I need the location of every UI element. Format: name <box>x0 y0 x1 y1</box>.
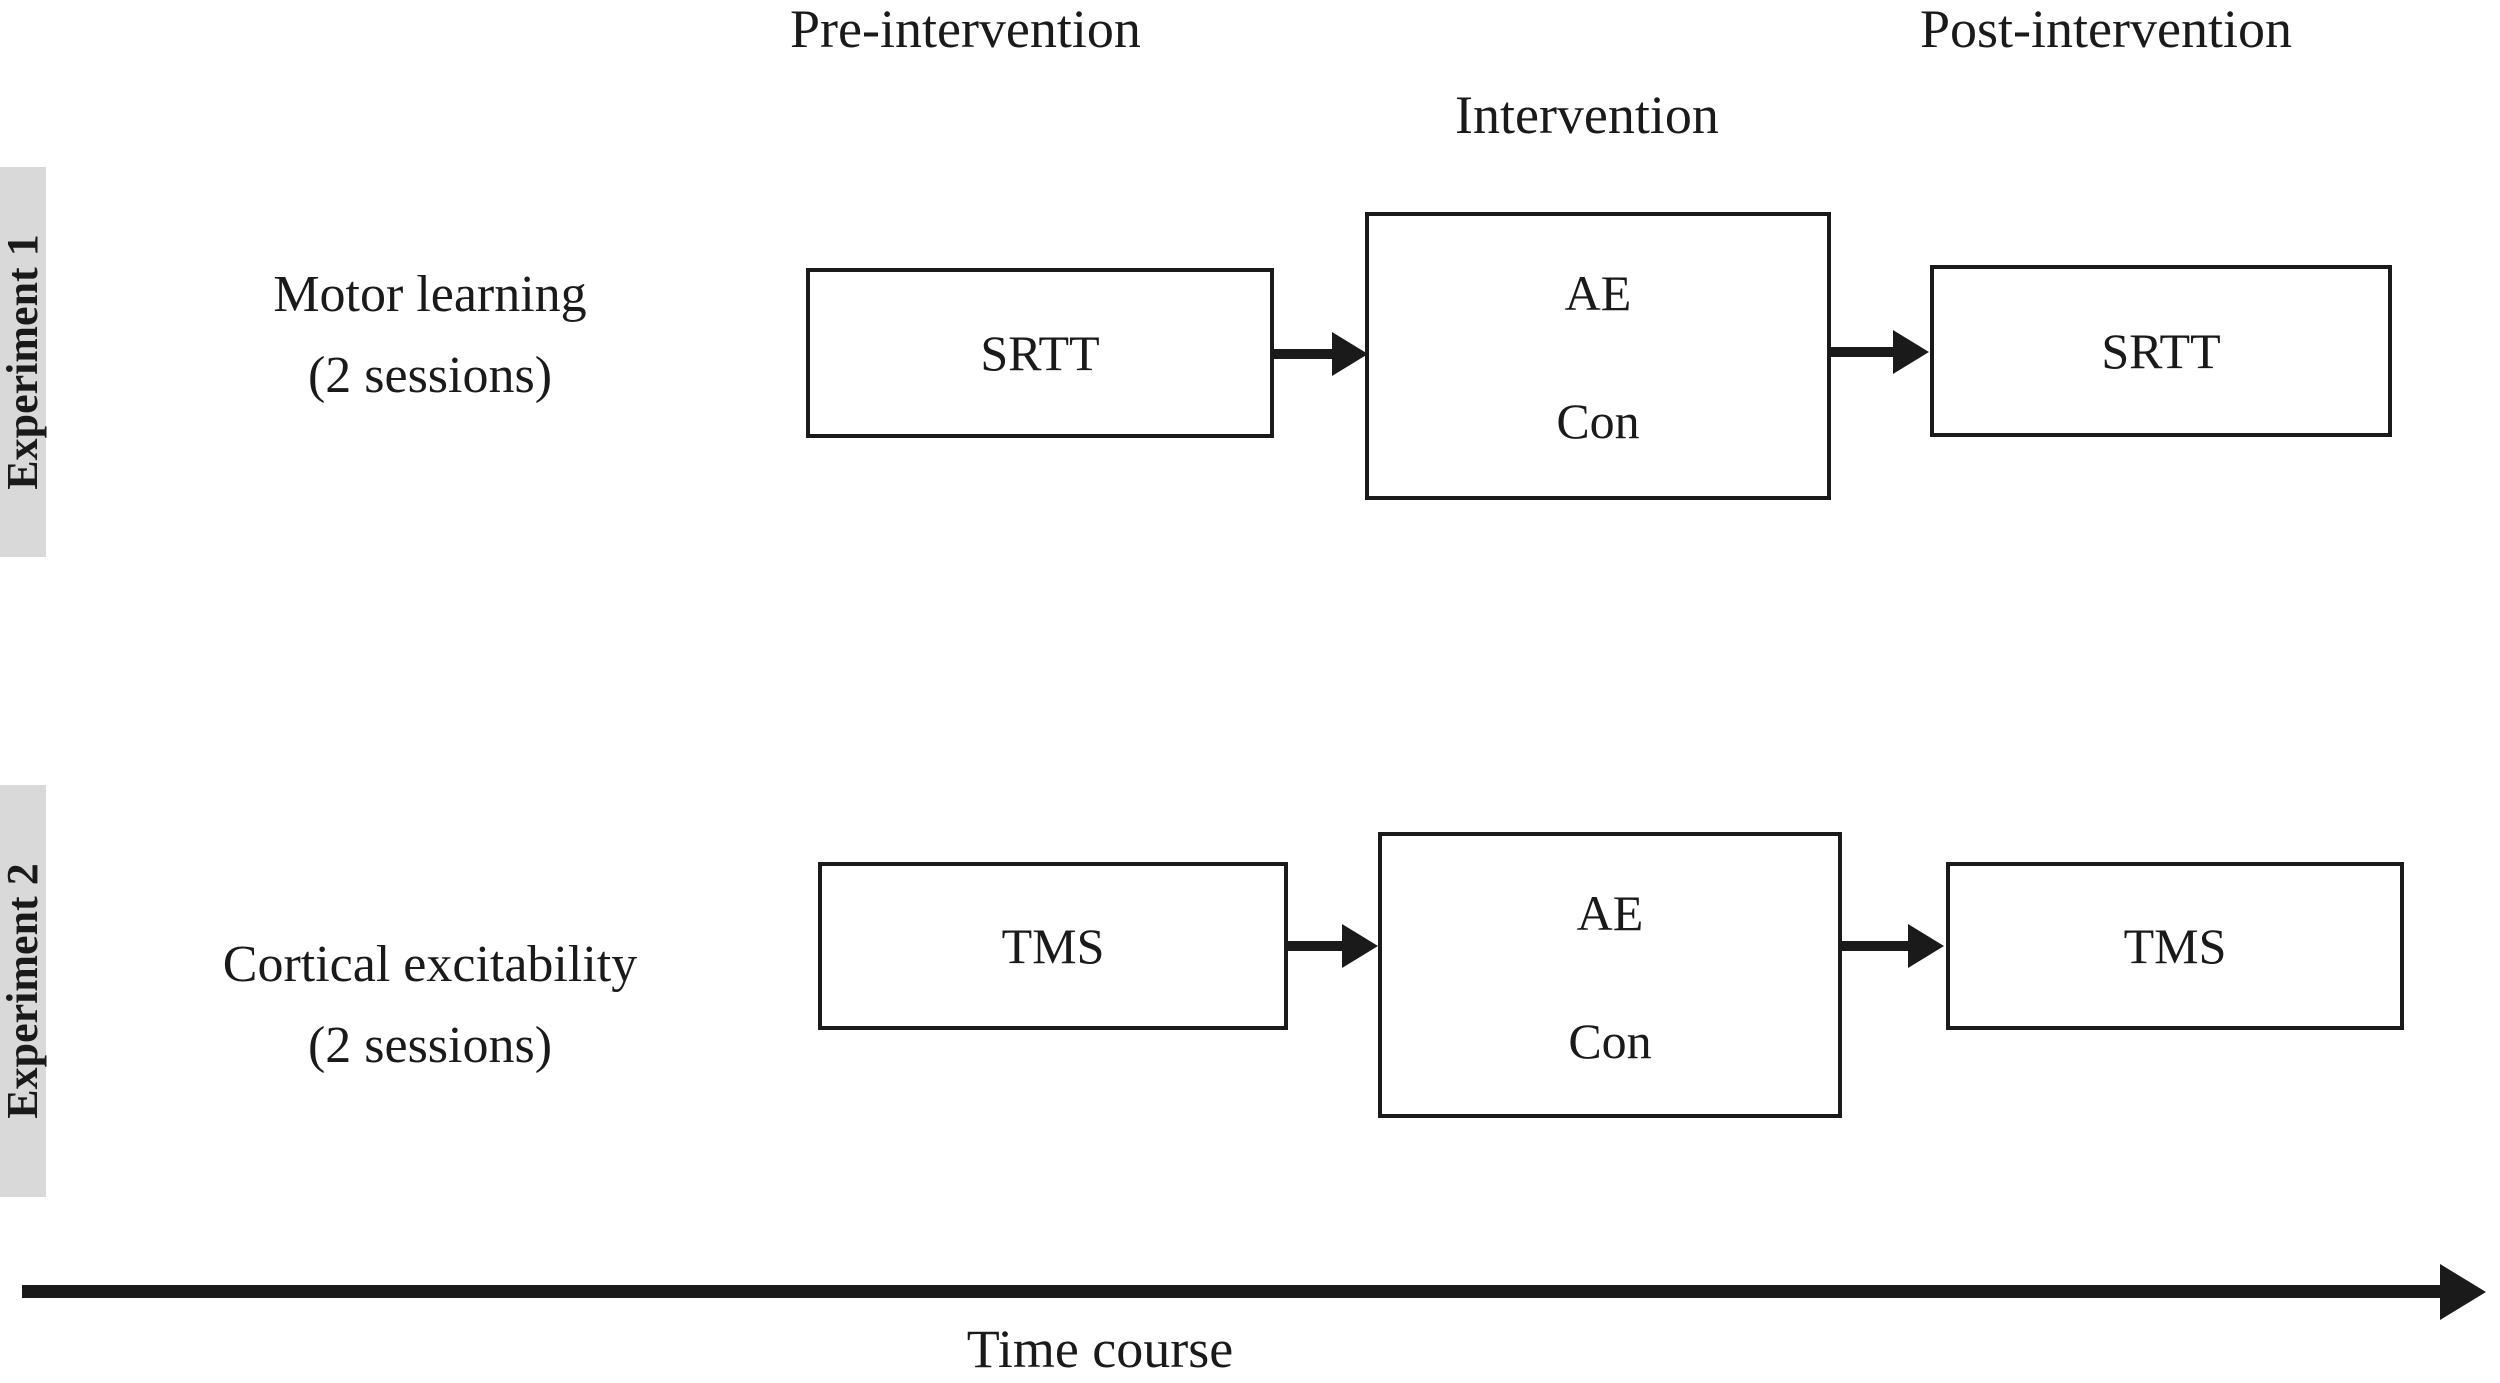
experiment-2-label: Experiment 2 <box>0 863 47 1119</box>
experiment-1-label: Experiment 1 <box>0 234 47 490</box>
experiment-2-side-band: Experiment 2 <box>0 785 47 1197</box>
experiment-2-intervention-condition-con: Con <box>1568 1013 1652 1069</box>
experiment-1-arrow-pre-to-intervention <box>1274 332 1368 376</box>
experiment-2-post-box-label: TMS <box>2123 918 2227 974</box>
experiment-2-description-title: Cortical excitability <box>222 936 638 993</box>
experiment-1-description-title: Motor learning <box>273 266 587 323</box>
experiment-1-intervention-condition-con: Con <box>1556 393 1640 449</box>
experiment-1-arrow-intervention-to-post <box>1831 330 1929 374</box>
column-header-pre-intervention: Pre-intervention <box>790 0 1141 59</box>
experiment-2-intervention-condition-ae: AE <box>1576 885 1644 941</box>
column-header-post-intervention: Post-intervention <box>1920 0 2292 59</box>
experiment-2-pre-intervention-box: TMS <box>818 862 1288 1030</box>
experiment-2-arrow-intervention-to-post <box>1842 924 1944 968</box>
experiment-1-post-box-label: SRTT <box>2101 323 2221 379</box>
arrowhead-icon <box>2440 1263 2486 1320</box>
time-course-label: Time course <box>966 1319 1234 1379</box>
time-course-arrow <box>22 1263 2486 1320</box>
experiment-1-post-intervention-box: SRTT <box>1930 265 2392 437</box>
experiment-1-side-band: Experiment 1 <box>0 167 47 557</box>
experiment-2-intervention-box: AE Con <box>1378 832 1842 1118</box>
experiment-2-pre-box-label: TMS <box>1001 918 1105 974</box>
experiment-1-description: Motor learning (2 sessions) <box>100 255 760 416</box>
arrowhead-icon <box>1332 332 1368 376</box>
arrowhead-icon <box>1908 924 1944 968</box>
experiment-2-description-sessions: (2 sessions) <box>307 1016 553 1074</box>
experiment-1-pre-box-label: SRTT <box>980 325 1100 381</box>
experiment-1-pre-intervention-box: SRTT <box>806 268 1274 438</box>
experiment-1-intervention-box: AE Con <box>1365 212 1831 500</box>
experiment-2-description: Cortical excitability (2 sessions) <box>100 925 760 1086</box>
arrowhead-icon <box>1893 330 1929 374</box>
experiment-1-description-sessions: (2 sessions) <box>307 346 553 404</box>
experiment-2-arrow-pre-to-intervention <box>1288 924 1378 968</box>
experiment-2-post-intervention-box: TMS <box>1946 862 2404 1030</box>
experiment-1-intervention-condition-ae: AE <box>1564 265 1632 321</box>
arrowhead-icon <box>1342 924 1378 968</box>
column-header-intervention: Intervention <box>1455 85 1719 145</box>
